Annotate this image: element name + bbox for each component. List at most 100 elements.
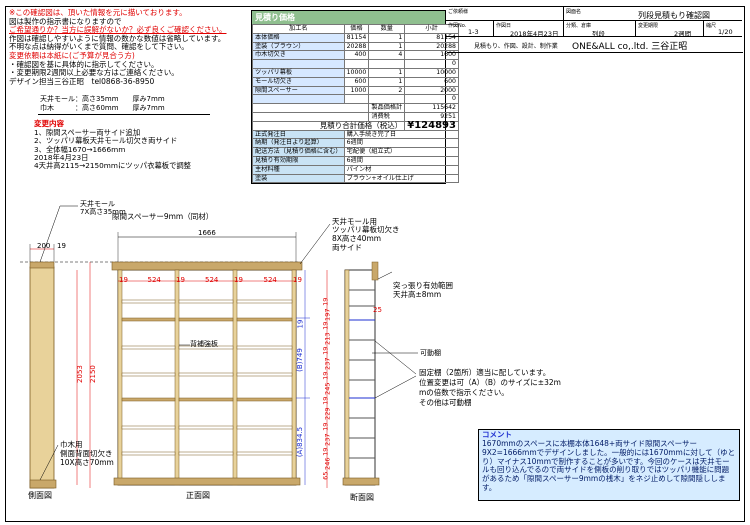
comment-text: 1670mmのスペースに本棚本体1648+両サイド隙間スペーサー9X2=1666… [482, 438, 736, 493]
front-dim: 524 [205, 276, 219, 284]
label-both-sides: 両サイド [332, 243, 362, 252]
dim-width-1666: 1666 [198, 229, 216, 237]
change-item: 2、ツッパリ幕板天井モール切欠き両サイド [34, 136, 178, 146]
change-item: 2018年4月23日 [34, 152, 89, 162]
class-cell: 分類、倉庫列段 [564, 21, 636, 38]
label-back-reinforce: 背補強板 [190, 340, 218, 348]
label-spacer: 隙間スペーサー9mm（同材） [112, 212, 214, 221]
front-dim: 524 [263, 276, 277, 284]
front-top-molding [111, 261, 303, 271]
note-line: ・変更期限2週間以上必要な方はご連絡ください。 [9, 68, 179, 78]
period-value: 2週間 [674, 30, 692, 38]
movable-shelf [178, 425, 234, 430]
note-line: デザイン担当三谷正昭 tel0868-36-8950 [9, 76, 155, 86]
section-view [342, 261, 380, 486]
section-dim: 19 [321, 422, 330, 431]
label-baseboard-2: 側面背面切欠き [60, 449, 113, 458]
date-value: 2018年4月23日 [510, 30, 559, 38]
company-note: 見積もり、作図、設計、制作業 [474, 43, 558, 50]
note-line: 変更依頼は本紙に(ご予算が見合う方) [9, 51, 135, 60]
fixed-shelf [121, 317, 176, 322]
section-dim: 237 [323, 357, 332, 370]
material-note-molding: 天井モール：高さ35mm 厚み7mm [40, 95, 165, 103]
leader-baseboard [39, 444, 59, 481]
front-shelves [121, 299, 293, 456]
section-view-label: 断面図 [350, 493, 374, 502]
front-dim: 19 [119, 276, 128, 284]
note-line: 図は製作の指示書になりますので [9, 16, 122, 26]
front-view-label: 正面図 [186, 491, 210, 500]
label-fixed-2: 位置変更は可（A）（B）のサイズに±32m [419, 378, 561, 387]
movable-shelf [236, 451, 293, 456]
label-fixed-1: 固定棚（2箇所）適当に配しています。 [419, 368, 551, 377]
drawing-name: 列段見積もり確認図 [638, 11, 710, 20]
front-dim: 19 [293, 276, 302, 284]
movable-shelf [121, 425, 176, 430]
fixed-shelf [178, 317, 234, 322]
drawing-sheet [5, 6, 745, 522]
note-line: 不明な点は納得がいくまで質問、確認をして下さい。 [9, 42, 189, 52]
movable-shelf [121, 451, 176, 456]
front-outline [117, 269, 297, 486]
changes-title: 変更内容 [34, 119, 64, 128]
section-dim: 19 [321, 447, 330, 456]
note-line: 作図は確認しやすいように情報の数かな数値は省略しています。 [9, 33, 226, 43]
section-outline [344, 269, 376, 486]
material-note-baseboard: 巾木 ：高さ60mm 厚み7mm [40, 104, 165, 112]
leader-fixed-a [374, 340, 417, 375]
company-name: ONE&ALL co,.ltd. 三谷正昭 [572, 42, 688, 52]
fixed-shelf [236, 397, 293, 402]
section-dim: 229 [323, 407, 332, 421]
leader-prop [377, 271, 393, 280]
movable-shelf [236, 372, 293, 377]
estimate-row: 0 [252, 94, 459, 105]
section-dim: 213 [323, 332, 332, 345]
period-cell: 変更期限 2週間 [636, 21, 704, 38]
class-label: 分類、倉庫 [566, 23, 592, 29]
period-label: 変更期限 [638, 23, 659, 29]
section-top-25: 25 [373, 306, 382, 314]
label-baseboard: 巾木用 [60, 440, 83, 449]
right-dim-b: (B)749 [295, 348, 304, 372]
section-tension-board [371, 261, 379, 281]
change-item: 3、全体幅1670→1666mm [34, 144, 126, 154]
fixed-shelf [178, 397, 234, 402]
date-label: 作図日 [496, 23, 512, 29]
label-mold-for: 天井モール用 [332, 217, 377, 226]
dim-200: 200 [37, 242, 51, 250]
note-line: ※この確認図は、頂いた情報を元に描いております。 [9, 8, 187, 17]
scale-label: 縮尺 [706, 23, 717, 29]
label-prop-height: 天井高±8mm [393, 290, 442, 299]
side-view-label: 側面図 [28, 491, 52, 500]
label-tension-size: 8X高さ40mm [332, 234, 382, 243]
movable-shelf [236, 345, 293, 350]
label-fixed-3: mの倍数で指示ください。 [419, 388, 509, 397]
label-baseboard-3: 10X高さ70mm [60, 458, 114, 467]
movable-shelf [178, 299, 234, 304]
front-divider-2 [232, 269, 238, 486]
no-label: 作図No. [448, 23, 467, 29]
movable-shelf [178, 345, 234, 350]
material-note-underline [38, 114, 210, 115]
section-dim: 237 [323, 433, 332, 446]
class-value: 列段 [592, 30, 605, 38]
section-dim: 246 [323, 457, 332, 470]
movable-shelf [121, 299, 176, 304]
movable-shelf [121, 372, 176, 377]
section-dim: 65 [321, 471, 330, 480]
fixed-shelf [121, 397, 176, 402]
section-dim: 197 [323, 308, 332, 321]
side-baseboard [29, 479, 57, 489]
right-dim-top: 19 [296, 319, 305, 329]
section-dim: 19 [321, 396, 330, 406]
section-back [344, 269, 350, 486]
right-dim-a: (A)834.5 [296, 426, 305, 458]
leader-top-mold-diag [39, 205, 61, 263]
label-movable-shelf: 可動棚 [420, 349, 441, 357]
change-item: 1、隙間スペーサー両サイド追加 [34, 128, 141, 137]
change-item: 4天井高2115→2150mmにツッパ衣幕板で調整 [34, 161, 191, 171]
